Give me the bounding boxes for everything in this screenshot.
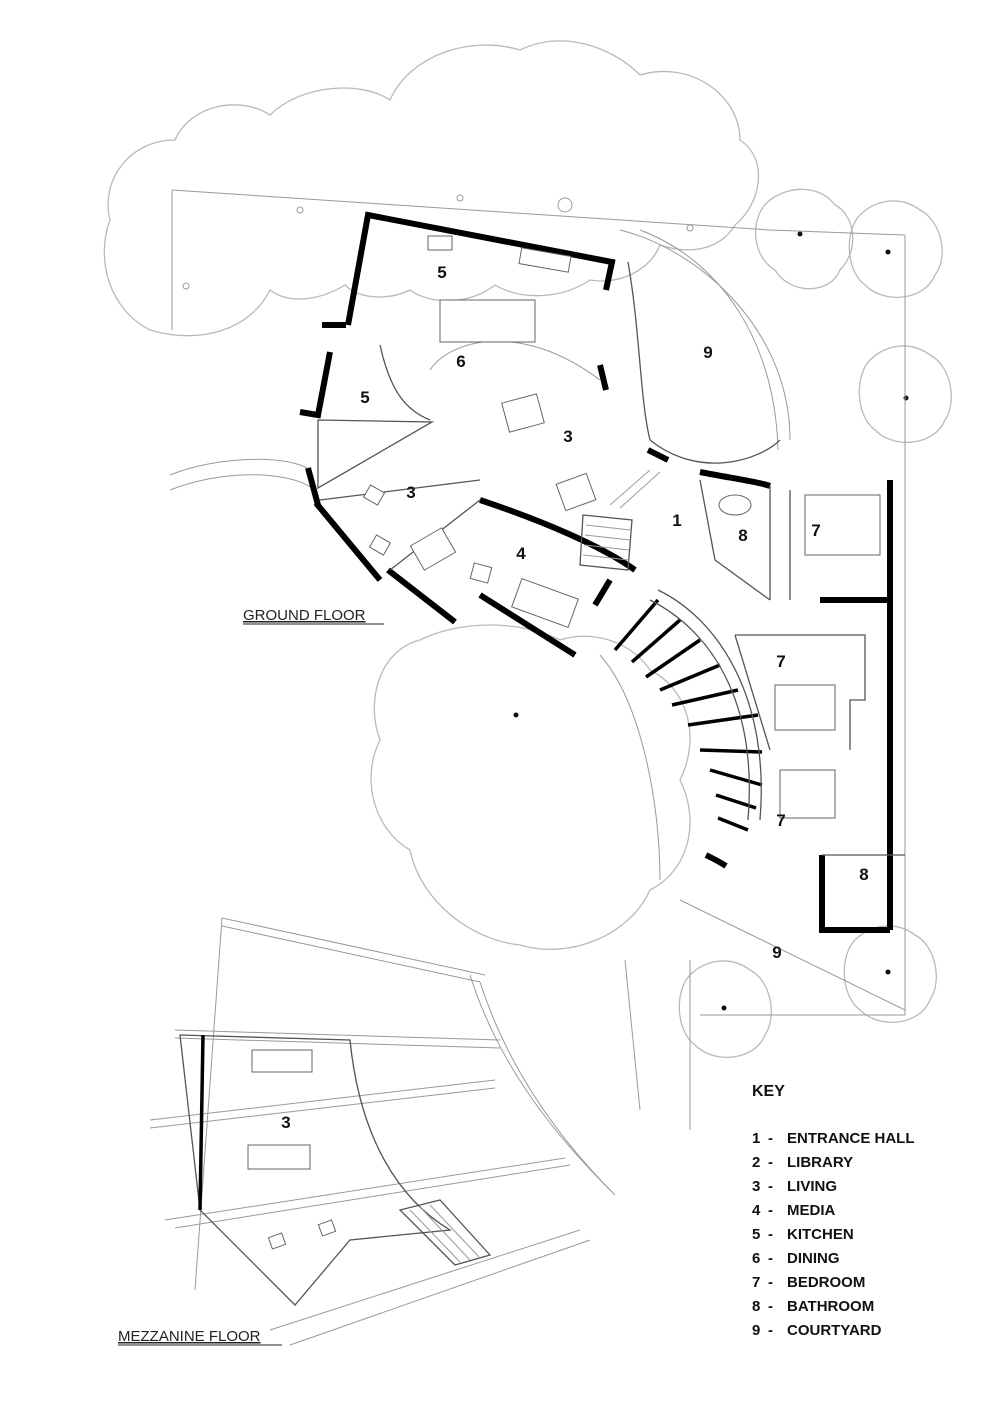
room-label-bedroom: 7 <box>776 811 785 830</box>
key-item-num: 9 <box>752 1322 760 1339</box>
room-label-courtyard: 9 <box>703 343 712 362</box>
site-lines <box>169 189 906 1130</box>
svg-text:-: - <box>768 1226 773 1243</box>
key-item-num: 2 <box>752 1154 760 1171</box>
mezzanine-sofa <box>247 1144 311 1170</box>
tree-trunk-dot <box>797 231 803 237</box>
svg-text:-: - <box>768 1130 773 1147</box>
svg-text:-: - <box>768 1274 773 1291</box>
bed <box>774 684 836 731</box>
tree-trunk-dot <box>885 249 891 255</box>
ground-floor-furniture <box>362 235 881 819</box>
dining-table <box>439 299 536 343</box>
cooktop <box>427 235 453 251</box>
key-item-num: 8 <box>752 1298 760 1315</box>
key-item-num: 1 <box>752 1130 760 1147</box>
mezzanine-stool <box>267 1232 287 1250</box>
bed <box>779 769 836 819</box>
key-item-num: 3 <box>752 1178 760 1195</box>
room-label-bathroom: 8 <box>738 526 747 545</box>
media-sofa <box>409 527 457 571</box>
tree-trunk-dot <box>903 395 909 401</box>
key-item-label: BEDROOM <box>787 1274 865 1291</box>
media-table <box>469 562 493 584</box>
room-label-bedroom: 7 <box>776 652 785 671</box>
key-item-label: MEDIA <box>787 1202 836 1219</box>
room-label-living: 3 <box>281 1113 290 1132</box>
key-title: KEY <box>752 1083 785 1100</box>
kitchen-counter <box>518 247 572 273</box>
key-item-num: 4 <box>752 1202 761 1219</box>
media-couch <box>511 578 579 628</box>
tree-canopy-large <box>103 40 760 337</box>
living-stool <box>368 534 392 556</box>
mezzanine-stool <box>317 1219 337 1237</box>
mezzanine-floor-drawing <box>149 917 616 1346</box>
room-label-dining: 6 <box>456 352 465 371</box>
tree-canopy-center <box>370 624 691 950</box>
room-label-living: 3 <box>563 427 572 446</box>
room-label-bathroom: 8 <box>859 865 868 884</box>
site-marker <box>296 206 304 214</box>
key-item-num: 5 <box>752 1226 760 1243</box>
key-item-label: BATHROOM <box>787 1298 874 1315</box>
tree-small-1 <box>754 188 854 290</box>
mezzanine-floor-label: MEZZANINE FLOOR <box>118 1328 261 1345</box>
svg-text:-: - <box>768 1250 773 1267</box>
site-marker <box>456 194 464 202</box>
room-label-media: 4 <box>516 544 526 563</box>
site-marker <box>686 224 694 232</box>
tree-small-3 <box>858 345 952 443</box>
ground-floor-partitions <box>317 261 905 856</box>
key-item-num: 7 <box>752 1274 760 1291</box>
room-labels: 5 6 9 5 3 3 1 8 7 4 7 7 8 9 3 <box>281 263 868 1132</box>
svg-text:-: - <box>768 1154 773 1171</box>
key-item-label: KITCHEN <box>787 1226 854 1243</box>
ground-floor-label: GROUND FLOOR <box>243 607 366 624</box>
living-sofa <box>501 393 545 433</box>
bed <box>804 494 881 556</box>
key-item-num: 6 <box>752 1250 760 1267</box>
tree-trunk-dot <box>513 712 519 718</box>
bathtub <box>718 494 752 516</box>
room-label-living: 3 <box>406 483 415 502</box>
tree-small-4 <box>678 960 772 1058</box>
key-item-label: ENTRANCE HALL <box>787 1130 915 1147</box>
ground-floor-walls <box>299 211 893 933</box>
key-item-label: COURTYARD <box>787 1322 882 1339</box>
room-label-kitchen: 5 <box>360 388 369 407</box>
tree-small-5 <box>843 925 937 1023</box>
svg-text:-: - <box>768 1298 773 1315</box>
living-stool <box>362 484 386 506</box>
room-label-kitchen: 5 <box>437 263 446 282</box>
legend-key: KEY 1 - ENTRANCE HALL 2 - LIBRARY 3 - LI… <box>752 1083 915 1339</box>
svg-text:-: - <box>768 1322 773 1339</box>
living-chair <box>555 472 597 512</box>
tree-trunk-dot <box>721 1005 727 1011</box>
key-item-label: DINING <box>787 1250 840 1267</box>
tree-trunk-dot <box>885 969 891 975</box>
site-marker <box>182 282 190 290</box>
site-marker <box>557 197 573 213</box>
room-label-bedroom: 7 <box>811 521 820 540</box>
room-label-entrance-hall: 1 <box>672 511 681 530</box>
mezzanine-sofa <box>251 1049 313 1073</box>
room-label-courtyard: 9 <box>772 943 781 962</box>
svg-text:-: - <box>768 1202 773 1219</box>
key-item-label: LIVING <box>787 1178 837 1195</box>
svg-text:-: - <box>768 1178 773 1195</box>
key-item-label: LIBRARY <box>787 1154 853 1171</box>
tree-small-2 <box>848 200 943 298</box>
